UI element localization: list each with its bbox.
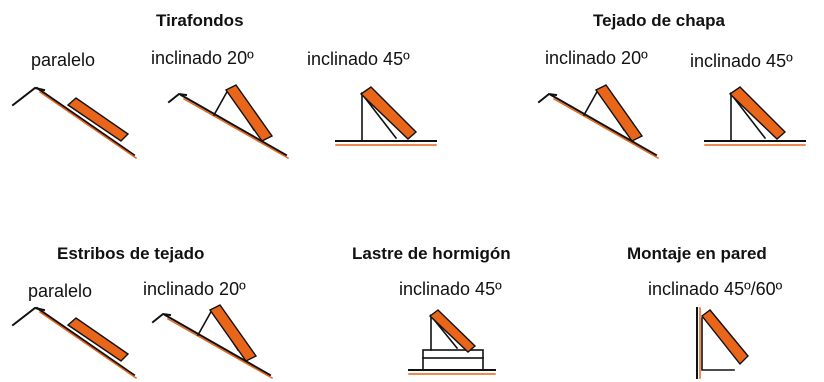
chapa-inclined-20-figure bbox=[537, 84, 660, 160]
tejado-chapa-title: Tejado de chapa bbox=[593, 11, 725, 30]
pared-title: Montaje en pared bbox=[627, 244, 767, 263]
concrete-block bbox=[422, 349, 484, 359]
chapa-inclined-45-figure bbox=[704, 86, 806, 146]
tirafondos-paralelo-label: paralelo bbox=[31, 50, 96, 70]
inclined-20-roof-mount-figure bbox=[167, 84, 290, 160]
chapa-inclinado20-label: inclinado 20º bbox=[545, 48, 648, 68]
tirafondos-title: Tirafondos bbox=[156, 11, 244, 30]
wall-mount-inclined-figure bbox=[696, 307, 749, 379]
chapa-inclinado45-label: inclinado 45º bbox=[690, 51, 793, 71]
estribos-title: Estribos de tejado bbox=[57, 244, 205, 263]
pared-inclinado4560-label: inclinado 45º/60º bbox=[648, 279, 783, 299]
parallel-roof-mount-figure bbox=[11, 86, 138, 160]
estribos-parallel-figure bbox=[11, 306, 138, 380]
lastre-inclinado45-label: inclinado 45º bbox=[399, 279, 502, 299]
estribos-inclined-20-figure bbox=[151, 304, 274, 380]
estribos-paralelo-label: paralelo bbox=[28, 281, 93, 301]
ballast-inclined-45-figure bbox=[408, 309, 496, 375]
tirafondos-inclinado45-label: inclinado 45º bbox=[307, 49, 410, 69]
lastre-title: Lastre de hormigón bbox=[352, 244, 511, 263]
inclined-45-flat-mount-figure bbox=[335, 86, 437, 146]
estribos-inclinado20-label: inclinado 20º bbox=[143, 279, 246, 299]
tirafondos-inclinado20-label: inclinado 20º bbox=[151, 48, 254, 68]
